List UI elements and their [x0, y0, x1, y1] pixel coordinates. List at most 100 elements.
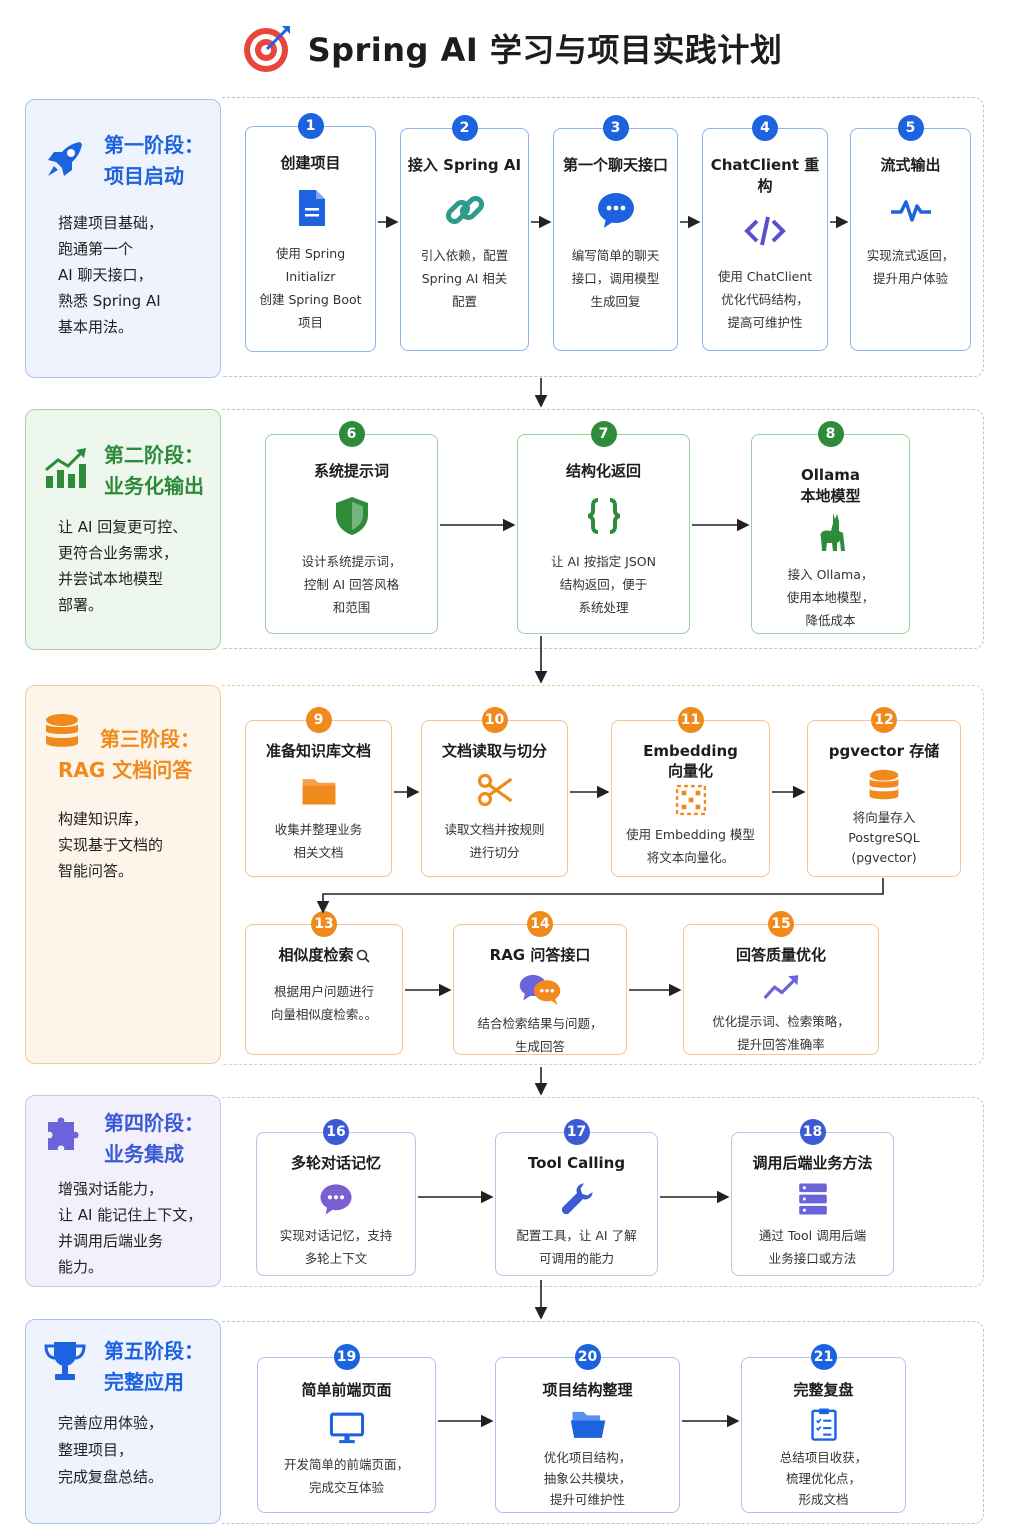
- step-description: 通过 Tool 调用后端业务接口或方法: [758, 1228, 867, 1266]
- step-description: 编写简单的聊天接口，调用模型生成回复: [571, 248, 660, 309]
- step-description: 优化提示词、检索策略，提升回答准确率: [712, 1014, 850, 1052]
- puzzle-icon: [48, 1117, 79, 1150]
- step-card-20[interactable]: 20 项目结构整理 优化项目结构，抽象公共模块，提升可维护性: [495, 1344, 680, 1513]
- database-icon: [869, 769, 899, 800]
- trend-up-icon: [763, 975, 799, 1000]
- phase5-panel: 第五阶段： 完整应用 完善应用体验， 整理项目， 完成复盘总结。: [25, 1319, 221, 1524]
- step-number-badge: 5: [897, 115, 924, 141]
- code-icon: [744, 216, 786, 246]
- scissors-icon: [477, 773, 512, 807]
- step-card-8[interactable]: 8 Ollama 本地模型 接入 Ollama，使用本地模型，降低成本: [751, 421, 910, 634]
- step-description: 收集并整理业务相关文档: [274, 822, 363, 860]
- step-number-badge: 1: [297, 113, 324, 139]
- step-card-13[interactable]: 13 相似度检索 根据用户问题进行向量相似度检索。。: [245, 911, 403, 1055]
- braces-icon: [587, 498, 620, 534]
- step-card-15[interactable]: 15 回答质量优化 优化提示词、检索策略，提升回答准确率: [683, 911, 879, 1055]
- step-number-badge: 10: [481, 707, 508, 733]
- phase4-title: 第四阶段：: [104, 1111, 204, 1135]
- phase2-subtitle: 业务化输出: [104, 474, 204, 498]
- phase2-panel: 第二阶段： 业务化输出 让 AI 回复更可控、 更符合业务需求， 并尝试本地模型…: [25, 409, 221, 650]
- phase2-title: 第二阶段：: [104, 443, 204, 467]
- step-subtitle: 本地模型: [800, 487, 861, 505]
- phase1-band: [222, 97, 984, 377]
- step-number-badge: 15: [768, 911, 794, 937]
- step-card-21[interactable]: 21 完整复盘 总结项目收获，梳理优化点，形成文档: [741, 1344, 906, 1513]
- folder-open-icon: [570, 1411, 605, 1438]
- phase5-description: 完善应用体验， 整理项目， 完成复盘总结。: [58, 1414, 164, 1486]
- step-card-9[interactable]: 9 准备知识库文档 收集并整理业务相关文档: [245, 707, 392, 877]
- step-description: 使用 Embedding 模型将文本向量化。: [626, 827, 755, 865]
- step-card-17[interactable]: 17 Tool Calling 配置工具，让 AI 了解可调用的能力: [495, 1119, 658, 1276]
- step-description: 配置工具，让 AI 了解可调用的能力: [516, 1228, 637, 1266]
- step-number-badge: 17: [563, 1119, 590, 1145]
- chats-icon: [519, 974, 561, 1005]
- step-description: 结合检索结果与问题，生成回答: [477, 1016, 603, 1054]
- step-title: 流式输出: [880, 156, 941, 174]
- step-title: ChatClient 重构: [710, 156, 820, 195]
- step-card-18[interactable]: 18 调用后端业务方法 通过 Tool 调用后端业务接口或方法: [731, 1119, 894, 1276]
- step-description: 总结项目收获，梳理优化点，形成文档: [779, 1450, 868, 1507]
- step-number-badge: 11: [677, 707, 704, 733]
- phase4-subtitle: 业务集成: [104, 1142, 184, 1166]
- step-title: pgvector 存储: [828, 742, 940, 760]
- wrench-icon: [561, 1183, 593, 1215]
- step-number-badge: 6: [338, 421, 365, 447]
- phase1-panel: 第一阶段： 项目启动 搭建项目基础， 跑通第一个 AI 聊天接口， 熟悉 Spr…: [25, 99, 221, 378]
- rocket-icon: [48, 142, 82, 176]
- step-subtitle: 向量化: [667, 762, 713, 780]
- step-description: 读取文档并按规则进行切分: [444, 822, 545, 860]
- phase3-band: [222, 685, 984, 1065]
- phase2-band: [222, 409, 984, 649]
- step-card-6[interactable]: 6 系统提示词 设计系统提示词，控制 AI 回答风格和范围: [265, 421, 438, 634]
- step-title: 准备知识库文档: [265, 742, 371, 760]
- trophy-icon: [44, 1342, 86, 1380]
- chat-bubble-icon: [320, 1184, 352, 1215]
- search-icon: [356, 949, 370, 963]
- clipboard-icon: [810, 1408, 837, 1441]
- step-card-10[interactable]: 10 文档读取与切分 读取文档并按规则进行切分: [421, 707, 568, 877]
- shield-icon: [335, 497, 368, 535]
- step-title: 接入 Spring AI: [407, 156, 522, 174]
- phase1-title: 第一阶段：: [104, 133, 204, 157]
- step-description: 设计系统提示词，控制 AI 回答风格和范围: [301, 554, 402, 615]
- phase5-title: 第五阶段：: [104, 1339, 204, 1363]
- phase2-description: 让 AI 回复更可控、 更符合业务需求， 并尝试本地模型 部署。: [58, 518, 188, 614]
- server-icon: [798, 1183, 827, 1215]
- step-number-badge: 12: [871, 707, 897, 733]
- page-title: Spring AI 学习与项目实践计划: [307, 31, 783, 69]
- step-description: 根据用户问题进行向量相似度检索。。: [270, 984, 378, 1022]
- step-card-19[interactable]: 19 简单前端页面 开发简单的前端页面，完成交互体验: [257, 1344, 436, 1513]
- step-card-3[interactable]: 3 第一个聊天接口 编写简单的聊天接口，调用模型生成回复: [553, 115, 678, 351]
- step-title: 系统提示词: [313, 462, 389, 480]
- step-number-badge: 18: [799, 1119, 826, 1145]
- step-title: RAG 问答接口: [489, 946, 591, 964]
- step-title: 多轮对话记忆: [290, 1154, 381, 1172]
- step-title: 文档读取与切分: [441, 742, 547, 760]
- step-number-badge: 20: [574, 1344, 601, 1370]
- step-number-badge: 7: [590, 421, 617, 447]
- step-number-badge: 14: [527, 911, 553, 937]
- monitor-icon: [329, 1412, 364, 1444]
- document-icon: [298, 190, 325, 226]
- phase1-subtitle: 项目启动: [104, 164, 184, 188]
- llama-icon: [819, 513, 845, 551]
- step-card-5[interactable]: 5 流式输出 实现流式返回，提升用户体验: [850, 115, 971, 351]
- step-card-16[interactable]: 16 多轮对话记忆 实现对话记忆，支持多轮上下文: [256, 1119, 416, 1276]
- step-title: 第一个聊天接口: [562, 156, 668, 174]
- step-card-11[interactable]: 11 Embedding 向量化 使用 Embedding 模型将文本向量化。: [611, 707, 770, 877]
- step-title: Tool Calling: [527, 1154, 626, 1172]
- phase5-band: [222, 1321, 984, 1524]
- step-card-14[interactable]: 14 RAG 问答接口 结合检索结果与问题，生成回答: [453, 911, 627, 1055]
- step-title: Embedding: [643, 742, 738, 760]
- step-number-badge: 3: [602, 115, 629, 141]
